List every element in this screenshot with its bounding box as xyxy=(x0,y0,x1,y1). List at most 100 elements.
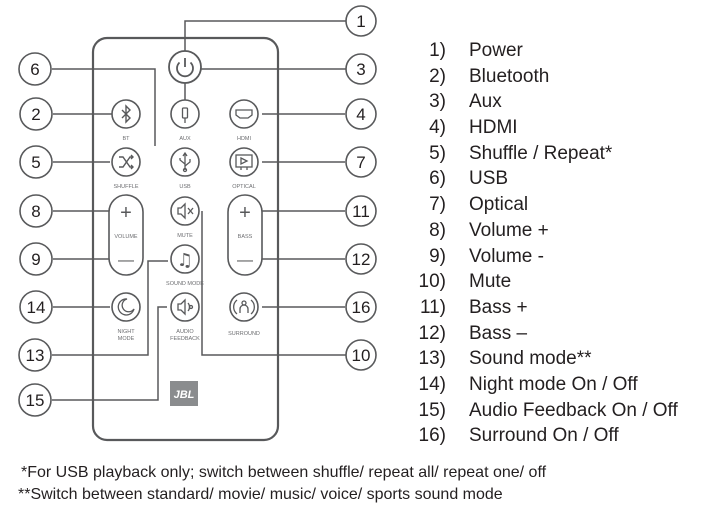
svg-text:1: 1 xyxy=(356,12,365,31)
volume-down-button[interactable]: — xyxy=(118,252,134,269)
svg-text:5: 5 xyxy=(31,153,40,172)
legend-item: 5)Shuffle / Repeat* xyxy=(429,142,613,164)
svg-text:15: 15 xyxy=(26,391,45,410)
legend-item: 3)Aux xyxy=(429,91,502,113)
shuffle-label: SHUFFLE xyxy=(113,184,138,190)
optical-icon xyxy=(235,154,253,170)
legend-item: 6)USB xyxy=(429,168,509,190)
bt-label: BT xyxy=(122,136,130,142)
legend-item: 14)Night mode On / Off xyxy=(418,373,638,395)
svg-text:2: 2 xyxy=(31,105,40,124)
optical-button[interactable]: OPTICAL xyxy=(229,147,259,190)
callout-6: 6 xyxy=(18,52,52,86)
bass-down-button[interactable]: — xyxy=(237,252,253,269)
usb-button[interactable]: USB xyxy=(170,147,200,190)
callout-1: 1 xyxy=(345,5,377,37)
svg-text:10: 10 xyxy=(352,346,371,365)
mute-label: MUTE xyxy=(177,233,193,239)
callout-13: 13 xyxy=(18,338,52,372)
footnote-sound-mode: **Switch between standard/ movie/ music/… xyxy=(18,486,503,503)
legend-item: 8)Volume + xyxy=(429,219,549,241)
volume-rocker: + VOLUME — xyxy=(108,194,144,276)
aux-button[interactable]: AUX xyxy=(170,99,200,142)
shuffle-button[interactable]: SHUFFLE xyxy=(111,147,141,190)
svg-text:9: 9 xyxy=(31,250,40,269)
callout-10: 10 xyxy=(345,339,377,371)
power-icon xyxy=(176,58,194,78)
svg-text:3: 3 xyxy=(356,60,365,79)
callout-5: 5 xyxy=(19,145,53,179)
callout-4: 4 xyxy=(345,98,377,130)
aux-jack-icon xyxy=(181,107,189,123)
footnotes: *For USB playback only; switch between s… xyxy=(18,462,546,506)
svg-text:13: 13 xyxy=(26,346,45,365)
legend-item: 15)Audio Feedback On / Off xyxy=(418,399,678,421)
bluetooth-icon xyxy=(121,104,131,124)
legend-item: 9)Volume - xyxy=(429,245,544,267)
callout-14: 14 xyxy=(19,290,53,324)
callout-3: 3 xyxy=(345,53,377,85)
hdmi-button[interactable]: HDMI xyxy=(229,99,259,142)
legend-item: 4)HDMI xyxy=(429,117,518,139)
usb-icon xyxy=(179,151,191,173)
legend-item: 10)Mute xyxy=(418,271,512,293)
callout-12: 12 xyxy=(345,243,377,275)
bass-label: BASS xyxy=(238,234,253,240)
moon-icon xyxy=(117,298,135,316)
jbl-logo: JBL xyxy=(170,381,198,406)
night-mode-button[interactable]: NIGHT MODE xyxy=(111,292,141,342)
legend-item: 16)Surround On / Off xyxy=(418,425,619,447)
callout-9: 9 xyxy=(19,242,53,276)
surround-icon xyxy=(233,299,255,315)
night-mode-label-line2: MODE xyxy=(118,336,135,342)
svg-text:4: 4 xyxy=(356,105,365,124)
shuffle-icon xyxy=(119,154,134,170)
callout-2: 2 xyxy=(19,97,53,131)
callout-15: 15 xyxy=(18,383,52,417)
mute-speaker-icon xyxy=(177,202,194,220)
svg-text:16: 16 xyxy=(352,298,371,317)
button-legend: 1)Power 2)Bluetooth 3)Aux 4)HDMI 5)Shuff… xyxy=(412,38,678,449)
aux-label: AUX xyxy=(179,136,191,142)
callout-16: 16 xyxy=(345,291,377,323)
optical-label: OPTICAL xyxy=(232,184,256,190)
legend-item: 7)Optical xyxy=(429,194,529,216)
audio-feedback-label-line1: AUDIO xyxy=(176,329,194,335)
hdmi-port-icon xyxy=(235,109,253,119)
svg-text:12: 12 xyxy=(352,250,371,269)
callout-7: 7 xyxy=(345,146,377,178)
svg-text:11: 11 xyxy=(352,202,370,221)
mute-button[interactable]: MUTE xyxy=(170,196,200,239)
surround-label: SURROUND xyxy=(228,331,260,337)
audio-feedback-button[interactable]: AUDIO FEEDBACK xyxy=(170,292,200,342)
bass-rocker: + BASS — xyxy=(227,194,263,276)
svg-text:8: 8 xyxy=(31,202,40,221)
remote-diagram: BT AUX HDMI SHUFFLE USB xyxy=(18,5,377,442)
legend-item: 13)Sound mode** xyxy=(418,348,592,370)
usb-label: USB xyxy=(179,184,191,190)
jbl-logo-text: JBL xyxy=(174,389,195,401)
volume-label: VOLUME xyxy=(114,234,138,240)
bt-button[interactable]: BT xyxy=(111,99,141,142)
bass-up-button[interactable]: + xyxy=(239,202,251,224)
callout-11: 11 xyxy=(345,195,377,227)
surround-button[interactable]: SURROUND xyxy=(228,292,260,337)
svg-text:7: 7 xyxy=(356,153,365,172)
hdmi-label: HDMI xyxy=(237,136,252,142)
legend-item: 11)Bass + xyxy=(419,296,528,318)
legend-item: 1)Power xyxy=(429,40,523,61)
callout-8: 8 xyxy=(19,194,53,228)
audio-feedback-label-line2: FEEDBACK xyxy=(170,336,200,342)
sound-mode-button[interactable]: ♫ SOUND MODE xyxy=(166,244,204,287)
sound-mode-label: SOUND MODE xyxy=(166,281,204,287)
legend-item: 2)Bluetooth xyxy=(429,65,550,87)
power-button[interactable] xyxy=(168,50,202,84)
legend-item: 12)Bass – xyxy=(418,322,528,344)
svg-text:6: 6 xyxy=(30,60,39,79)
audio-feedback-icon xyxy=(177,298,194,316)
music-note-icon: ♫ xyxy=(177,250,193,271)
night-mode-label-line1: NIGHT xyxy=(117,329,135,335)
volume-up-button[interactable]: + xyxy=(120,202,132,224)
svg-text:14: 14 xyxy=(27,298,46,317)
footnote-usb: *For USB playback only; switch between s… xyxy=(21,464,547,481)
